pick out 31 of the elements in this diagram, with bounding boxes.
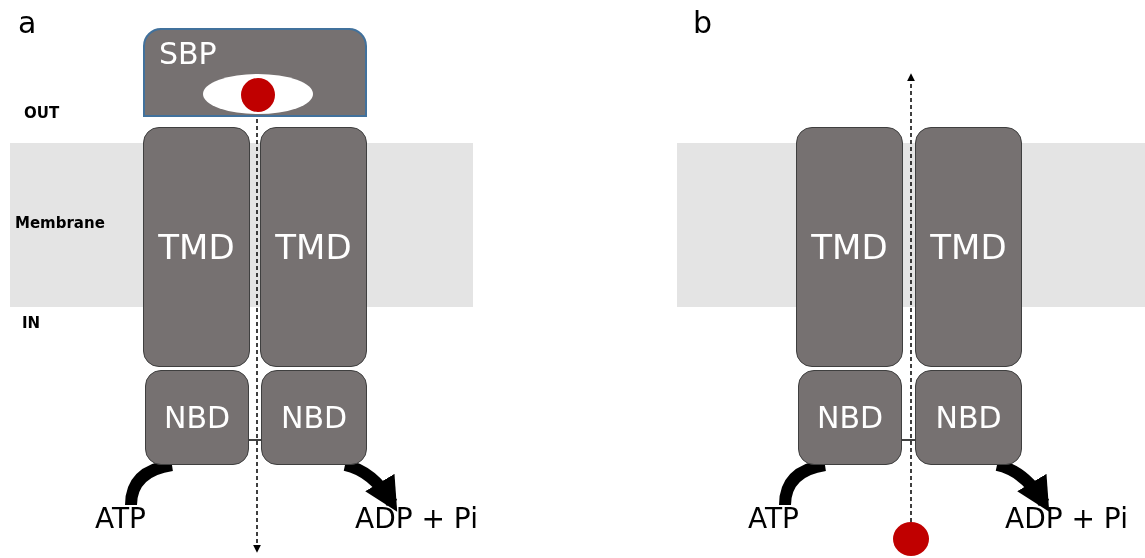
membrane-label: Membrane [15,214,105,232]
domain-name: SBP [159,36,217,72]
protein-domain [260,127,367,367]
panel-letter: a [18,8,37,38]
domain-name: TMD [930,227,1007,267]
side-label: OUT [24,106,60,121]
domain-name: NBD [280,400,348,435]
protein-domain [798,370,902,465]
protein-domain [915,127,1022,367]
domain-name: NBD [816,400,884,435]
domain-name: TMD [158,227,235,267]
protein-domain [796,127,903,367]
molecule-label: ATP [95,505,157,539]
link-line [248,439,262,441]
protein-domain [261,370,367,465]
panel-letter: b [693,8,713,38]
protein-domain [915,370,1022,465]
domain-name: NBD [163,400,231,435]
domain-name: TMD [275,227,352,267]
protein-domain [143,127,250,367]
molecule-label: ADP + Pi [355,505,505,539]
protein-domain [145,370,249,465]
side-label: IN [22,316,41,331]
domain-name: TMD [811,227,888,267]
domain-name: NBD [935,400,1002,435]
molecule-label: ADP + Pi [1005,505,1145,539]
link-line [901,439,916,441]
molecule-label: ATP [748,505,810,539]
binding-protein-shape [143,28,367,117]
substrate-dot [893,522,929,556]
transport-arrow [907,73,915,523]
